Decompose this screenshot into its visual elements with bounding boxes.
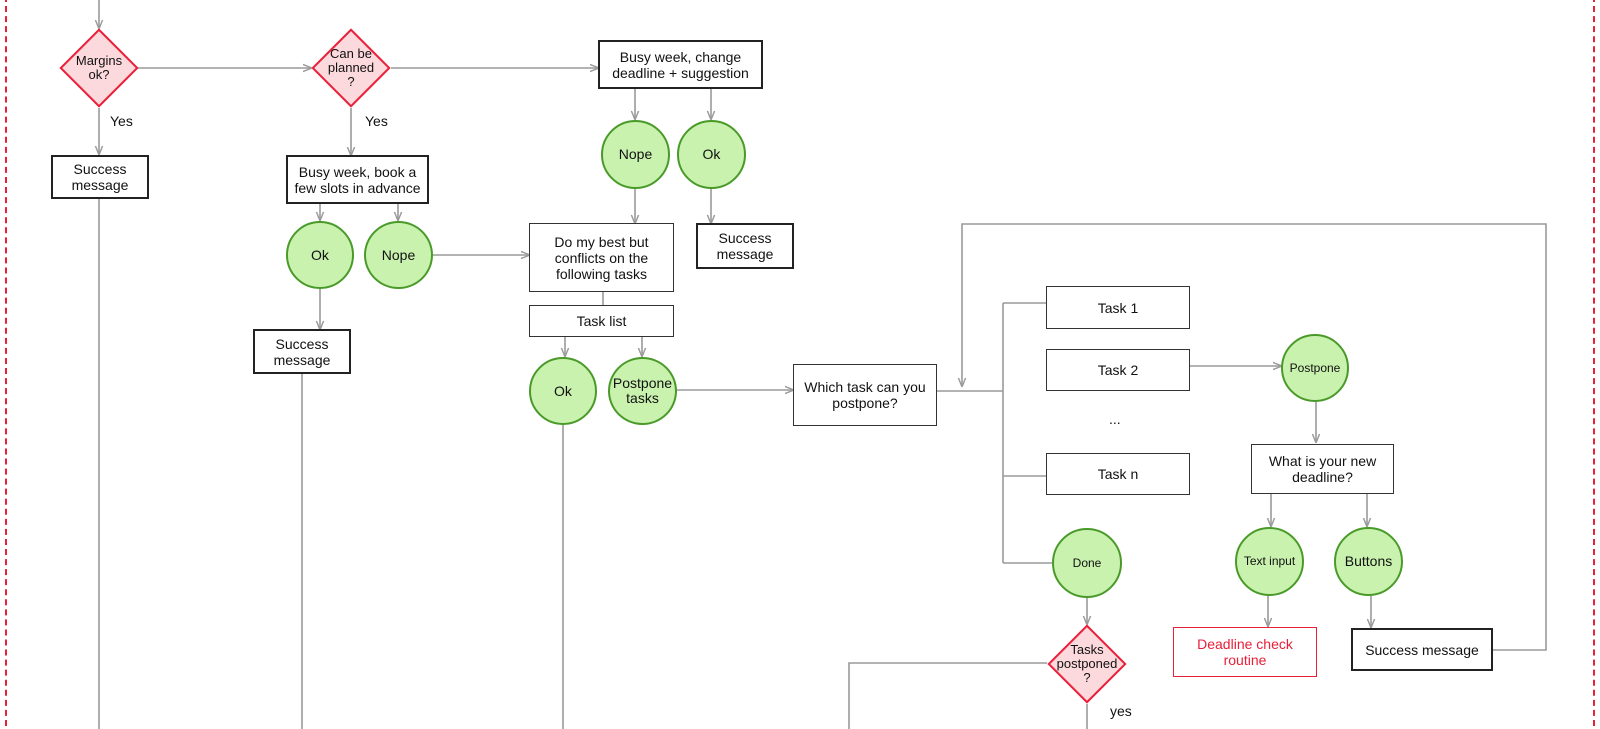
ellipsis-label: ... xyxy=(1109,411,1121,427)
buttons-choice: Buttons xyxy=(1334,527,1403,596)
success-message-box: Success message xyxy=(696,223,794,269)
decision-label: Can be planned ? xyxy=(327,46,375,89)
success-message-box: Success message xyxy=(253,329,351,374)
yes-label: Yes xyxy=(110,113,133,129)
text-input-choice: Text input xyxy=(1235,527,1304,596)
task-n-box: Task n xyxy=(1046,453,1190,495)
nope-choice: Nope xyxy=(601,120,670,189)
postpone-choice: Postpone xyxy=(1281,334,1349,402)
ok-choice: Ok xyxy=(286,221,354,289)
success-message-box: Success message xyxy=(51,155,149,199)
decision-label: Tasks postponed ? xyxy=(1056,642,1118,685)
deadline-check-box: Deadline check routine xyxy=(1173,627,1317,677)
yes-label: Yes xyxy=(365,113,388,129)
busy-week-book-box: Busy week, book a few slots in advance xyxy=(286,155,429,204)
do-my-best-box: Do my best but conflicts on the followin… xyxy=(529,223,674,292)
decision-tasks-postponed: Tasks postponed ? xyxy=(1047,624,1127,704)
done-choice: Done xyxy=(1052,528,1122,598)
decision-label: Margins ok? xyxy=(75,53,123,82)
task-list-box: Task list xyxy=(529,305,674,337)
busy-week-change-box: Busy week, change deadline + suggestion xyxy=(598,40,763,89)
new-deadline-box: What is your new deadline? xyxy=(1251,444,1394,494)
task-2-box: Task 2 xyxy=(1046,349,1190,391)
task-1-box: Task 1 xyxy=(1046,286,1190,329)
success-message-box: Success message xyxy=(1351,628,1493,671)
ok-choice: Ok xyxy=(677,120,746,189)
decision-can-be-planned: Can be planned ? xyxy=(311,28,391,108)
yes-label: yes xyxy=(1110,703,1132,719)
nope-choice: Nope xyxy=(364,221,433,289)
decision-margins-ok: Margins ok? xyxy=(59,28,139,108)
postpone-tasks-choice: Postpone tasks xyxy=(608,357,677,425)
ok-choice: Ok xyxy=(529,357,597,425)
which-task-box: Which task can you postpone? xyxy=(793,364,937,426)
